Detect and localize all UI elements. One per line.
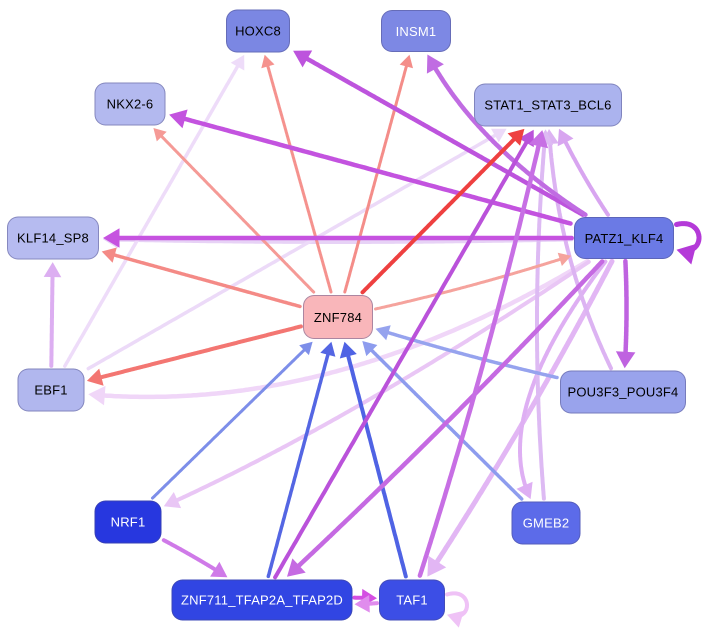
edge-PATZ1_KLF4-to-GMEB2[interactable] [518,259,608,489]
node-label: PATZ1_KLF4 [584,230,664,246]
node-label: INSM1 [395,23,437,39]
edge-ZNF784-to-KLF14_SP8-arrowhead [101,247,117,263]
edge-PATZ1_KLF4-to-STAT1_STAT3_BCL6[interactable] [562,138,610,217]
edge-ZNF784-to-INSM1[interactable] [343,64,409,294]
node-ZNF784[interactable]: ZNF784 [303,295,373,339]
edge-PATZ1_KLF4-to-POU3F3_POU3F4-arrowhead [615,351,636,369]
edge-ZNF711_TFAP2A_TFAP2D-to-ZNF784-arrowhead [320,341,336,357]
edge-ZNF784-to-PATZ1_KLF4[interactable] [374,257,563,311]
edge-ZNF784-to-HOXC8[interactable] [266,64,333,294]
edge-PATZ1_KLF4-to-POU3F3_POU3F4[interactable] [623,258,629,357]
edge-POU3F3_POU3F4-to-ZNF784[interactable] [385,330,559,380]
edge-TAF1-to-TAF1-selfloop[interactable] [445,591,469,618]
node-label: HOXC8 [235,23,281,39]
edge-ZNF784-to-STAT1_STAT3_BCL6-arrowhead [507,128,525,146]
edge-NRF1-to-ZNF784[interactable] [151,348,307,500]
node-GMEB2[interactable]: GMEB2 [511,501,581,545]
edge-PATZ1_KLF4-to-STAT1_STAT3_BCL6-arrowhead [557,128,574,147]
edge-EBF1-to-HOXC8-arrowhead [230,54,245,71]
edge-PATZ1_KLF4-to-NKX2-6[interactable] [181,116,573,226]
edge-PATZ1_KLF4-to-TAF1-arrowhead [427,555,447,577]
edge-PATZ1_KLF4-to-ZNF711_TFAP2A_TFAP2D[interactable] [295,259,605,569]
edge-PATZ1_KLF4-to-NKX2-6-arrowhead [169,109,188,129]
edge-TAF1-to-ZNF784[interactable] [345,352,408,579]
edge-ZNF784-to-INSM1-arrowhead [399,54,413,69]
edge-PATZ1_KLF4-to-GMEB2-arrowhead [516,481,533,500]
edge-NRF1-to-ZNF711_TFAP2A_TFAP2D[interactable] [161,538,219,573]
edge-EBF1-to-STAT1_STAT3_BCL6-arrowhead [491,128,507,143]
edge-EBF1-to-HOXC8[interactable] [63,63,240,368]
edge-PATZ1_KLF4-to-INSM1[interactable] [432,64,588,217]
edge-NRF1-to-ZNF784-arrowhead [299,341,313,356]
node-ZNF711_TFAP2A_TFAP2D[interactable]: ZNF711_TFAP2A_TFAP2D [171,579,353,621]
node-HOXC8[interactable]: HOXC8 [226,9,290,53]
edge-TAF1-to-ZNF711_TFAP2A_TFAP2D-arrowhead [354,595,370,613]
edge-PATZ1_KLF4-to-KLF14_SP8-arrowhead [103,228,120,248]
node-label: ZNF784 [313,309,363,325]
node-label: TAF1 [396,592,428,608]
node-EBF1[interactable]: EBF1 [17,368,85,412]
edge-PATZ1_KLF4-to-EBF1[interactable] [100,258,590,400]
edge-TAF1-to-TAF1-arrowhead [447,610,464,628]
node-label: NRF1 [110,514,146,530]
node-label: STAT1_STAT3_BCL6 [484,97,612,113]
edge-TAF1-to-STAT1_STAT3_BCL6[interactable] [417,142,542,578]
edge-TAF1-to-STAT1_STAT3_BCL6-arrowhead [529,130,549,149]
node-label: POU3F3_POU3F4 [567,384,679,400]
node-label: KLF14_SP8 [17,230,89,246]
edge-ZNF711_TFAP2A_TFAP2D-to-STAT1_STAT3_BCL6[interactable] [273,140,529,580]
edge-PATZ1_KLF4-to-NRF1[interactable] [174,259,591,503]
edge-ZNF784-to-NKX2-6[interactable] [159,134,316,294]
edge-ZNF784-to-PATZ1_KLF4-arrowhead [557,252,572,266]
edge-ZNF711_TFAP2A_TFAP2D-to-ZNF784[interactable] [266,351,330,579]
edge-PATZ1_KLF4-to-PATZ1_KLF4-arrowhead [676,243,697,265]
node-label: NKX2-6 [106,96,154,112]
node-label: ZNF711_TFAP2A_TFAP2D [181,592,343,608]
edge-GMEB2-to-ZNF784-arrowhead [362,341,378,357]
node-PATZ1_KLF4[interactable]: PATZ1_KLF4 [574,217,674,259]
edge-ZNF784-to-EBF1[interactable] [98,324,303,380]
edge-EBF1-to-STAT1_STAT3_BCL6[interactable] [86,132,498,371]
node-INSM1[interactable]: INSM1 [381,10,451,52]
node-TAF1[interactable]: TAF1 [379,579,445,621]
node-POU3F3_POU3F4[interactable]: POU3F3_POU3F4 [560,370,686,414]
edge-ZNF784-to-KLF14_SP8[interactable] [111,253,302,309]
edge-ZNF784-to-EBF1-arrowhead [86,368,104,386]
edge-PATZ1_KLF4-to-HOXC8[interactable] [304,56,586,217]
node-label: EBF1 [34,382,68,398]
edge-ZNF784-to-STAT1_STAT3_BCL6[interactable] [360,136,517,295]
node-STAT1_STAT3_BCL6[interactable]: STAT1_STAT3_BCL6 [474,83,622,127]
edge-PATZ1_KLF4-to-PATZ1_KLF4-selfloop[interactable] [674,221,702,253]
node-NRF1[interactable]: NRF1 [94,500,162,544]
node-label: GMEB2 [522,515,570,531]
edge-ZNF784-to-NKX2-6-arrowhead [153,128,167,142]
edge-PATZ1_KLF4-to-EBF1-arrowhead [88,385,106,406]
edge-PATZ1_KLF4-to-HOXC8-arrowhead [293,50,313,68]
node-KLF14_SP8[interactable]: KLF14_SP8 [7,216,99,260]
edge-ZNF784-to-HOXC8-arrowhead [261,54,275,69]
edge-EBF1-to-KLF14_SP8-arrowhead [43,262,62,278]
edge-EBF1-to-KLF14_SP8[interactable] [49,273,55,368]
edge-GMEB2-to-STAT1_STAT3_BCL6[interactable] [535,141,547,501]
edge-PATZ1_KLF4-to-TAF1[interactable] [433,258,615,566]
edge-PATZ1_KLF4-to-INSM1-arrowhead [426,54,444,74]
edge-POU3F3_POU3F4-to-STAT1_STAT3_BCL6[interactable] [548,140,613,371]
edge-TAF1-to-ZNF784-arrowhead [339,341,357,359]
edge-PATZ1_KLF4-to-KLF14_SP8[interactable] [115,237,574,244]
edge-NRF1-to-ZNF711_TFAP2A_TFAP2D-arrowhead [210,561,228,578]
edge-PATZ1_KLF4-to-ZNF711_TFAP2A_TFAP2D-arrowhead [287,558,306,577]
edge-ZNF711_TFAP2A_TFAP2D-to-STAT1_STAT3_BCL6-arrowhead [518,129,534,148]
node-NKX2-6[interactable]: NKX2-6 [94,82,166,126]
edge-POU3F3_POU3F4-to-ZNF784-arrowhead [375,325,391,341]
edge-PATZ1_KLF4-to-NRF1-arrowhead [163,492,182,509]
